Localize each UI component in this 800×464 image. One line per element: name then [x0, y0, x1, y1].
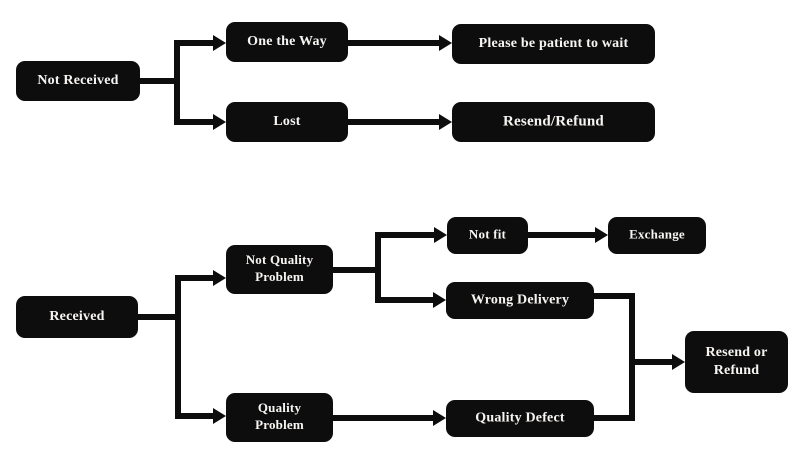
node-label: Resend/Refund — [503, 113, 604, 129]
node-box[interactable] — [452, 102, 655, 142]
node-label: Not Quality — [246, 252, 314, 267]
arrow-head-icon — [213, 35, 226, 51]
node-box[interactable] — [226, 245, 333, 294]
connector-line — [594, 362, 635, 421]
arrow-head-icon — [672, 354, 685, 370]
node-box[interactable] — [685, 331, 788, 393]
connector-line — [594, 293, 635, 362]
node-label: Exchange — [629, 226, 685, 241]
connector-line — [175, 317, 214, 419]
node-box[interactable] — [446, 282, 594, 319]
node-please-be-patient[interactable]: Please be patient to wait — [452, 24, 655, 64]
node-box[interactable] — [226, 22, 348, 62]
node-label: Problem — [255, 269, 304, 284]
connector-split2-to-wrong-delivery — [375, 270, 446, 308]
node-box[interactable] — [226, 102, 348, 142]
connector-split-to-one-the-way — [174, 35, 226, 81]
node-label: Not Received — [37, 73, 118, 88]
node-quality-defect[interactable]: Quality Defect — [446, 400, 594, 437]
node-label: One the Way — [247, 34, 327, 49]
connector-one-the-way-to-patient — [348, 35, 452, 51]
node-label: Quality — [258, 400, 302, 415]
connector-split-to-lost — [174, 81, 226, 130]
connector-line — [375, 270, 434, 303]
connector-split-to-not-quality — [175, 270, 226, 317]
node-box[interactable] — [16, 296, 138, 338]
connector-wrong-delivery-merge — [594, 293, 635, 362]
node-box[interactable] — [16, 61, 140, 101]
node-exchange[interactable]: Exchange — [608, 217, 706, 254]
node-box[interactable] — [226, 393, 333, 442]
arrow-head-icon — [213, 408, 226, 424]
connector-merge-to-resend-refund — [632, 354, 685, 370]
node-received[interactable]: Received — [16, 296, 138, 338]
connector-quality-to-defect — [333, 410, 446, 426]
connector-quality-defect-merge — [594, 362, 635, 421]
node-not-fit[interactable]: Not fit — [447, 217, 528, 254]
node-label: Lost — [273, 114, 300, 129]
node-lost[interactable]: Lost — [226, 102, 348, 142]
arrow-head-icon — [434, 227, 447, 243]
arrow-head-icon — [439, 114, 452, 130]
arrow-head-icon — [433, 292, 446, 308]
node-label: Wrong Delivery — [471, 293, 569, 308]
node-box[interactable] — [452, 24, 655, 64]
nodes-layer: Not Received One the Way Please be patient… — [16, 22, 788, 442]
node-box[interactable] — [446, 400, 594, 437]
connector-split2-to-not-fit — [375, 227, 447, 270]
connector-line — [174, 40, 214, 81]
connector-split-to-quality — [175, 317, 226, 424]
node-resend-or-refund[interactable]: Resend or Refund — [685, 331, 788, 393]
node-one-the-way[interactable]: One the Way — [226, 22, 348, 62]
node-label: Resend or — [705, 345, 767, 360]
arrow-head-icon — [213, 114, 226, 130]
node-label: Quality Defect — [475, 411, 565, 426]
connector-line — [174, 81, 214, 125]
connectors-layer — [138, 35, 685, 426]
node-label: Not fit — [469, 226, 507, 241]
connector-not-fit-to-exchange — [528, 227, 608, 243]
connector-line — [375, 232, 435, 270]
arrow-head-icon — [433, 410, 446, 426]
connector-lost-to-resend-refund — [348, 114, 452, 130]
arrow-head-icon — [213, 270, 226, 286]
node-label: Problem — [255, 417, 304, 432]
node-not-received[interactable]: Not Received — [16, 61, 140, 101]
arrow-head-icon — [439, 35, 452, 51]
node-box[interactable] — [447, 217, 528, 254]
node-label: Please be patient to wait — [479, 36, 629, 51]
node-resend-refund[interactable]: Resend/Refund — [452, 102, 655, 142]
node-box[interactable] — [608, 217, 706, 254]
node-label: Refund — [714, 363, 760, 378]
arrow-head-icon — [595, 227, 608, 243]
node-wrong-delivery[interactable]: Wrong Delivery — [446, 282, 594, 319]
node-label: Received — [49, 309, 104, 324]
connector-line — [175, 275, 214, 317]
